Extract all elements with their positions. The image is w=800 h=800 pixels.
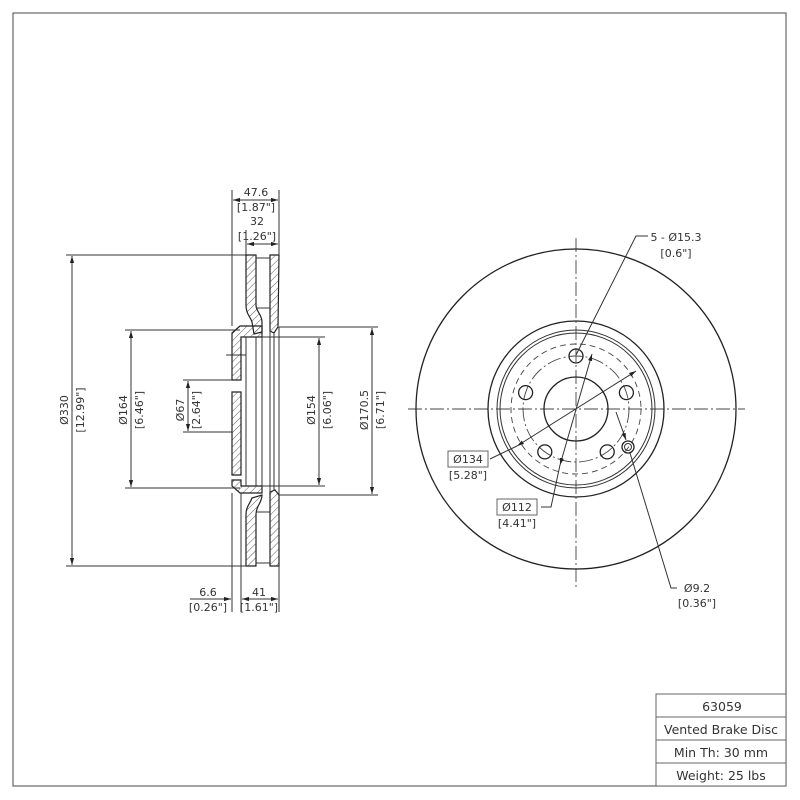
dim-rotor-thickness: 32 — [250, 215, 264, 228]
weight: Weight: 25 lbs — [676, 768, 766, 783]
dim-center-bore: Ø67 — [174, 399, 187, 422]
part-description: Vented Brake Disc — [664, 722, 778, 737]
dim-hat-thickness: 6.6 — [199, 586, 217, 599]
dim-overall-width-in: [1.87"] — [237, 201, 275, 214]
dim-locating-hole-in: [0.36"] — [678, 597, 716, 610]
dim-inner-170-in: [6.71"] — [374, 391, 387, 429]
side-section-view: 47.6 [1.87"] 32 [1.26"] Ø330 [12.99"] Ø1… — [58, 186, 387, 614]
dim-inner-170: Ø170.5 — [358, 390, 371, 430]
front-view: 5 - Ø15.3 [0.6"] Ø134 [5.28"] Ø112 [4.41… — [408, 231, 745, 610]
dim-overall-width: 47.6 — [244, 186, 269, 199]
dim-outer-diameter: Ø330 — [58, 395, 71, 425]
drawing-frame — [12, 12, 787, 787]
dim-bolt-holes-in: [0.6"] — [660, 247, 691, 260]
dim-hat-outer-in: [5.28"] — [449, 469, 487, 482]
dim-hat-outer: Ø134 — [453, 453, 483, 466]
dim-bolt-circle-in: [4.41"] — [498, 517, 536, 530]
dim-hat-height-in: [1.61"] — [240, 601, 278, 614]
dim-locating-hole: Ø9.2 — [684, 582, 710, 595]
dim-hat-diameter-in: [6.46"] — [133, 391, 146, 429]
title-block: 63059 Vented Brake Disc Min Th: 30 mm We… — [655, 693, 787, 787]
min-thickness: Min Th: 30 mm — [674, 745, 768, 760]
dim-bolt-circle: Ø112 — [502, 501, 532, 514]
dim-bolt-holes: 5 - Ø15.3 — [650, 231, 701, 244]
dim-rotor-thickness-in: [1.26"] — [238, 230, 276, 243]
dim-hat-thickness-in: [0.26"] — [189, 601, 227, 614]
dim-outer-diameter-in: [12.99"] — [74, 387, 87, 432]
dim-inner-154-in: [6.06"] — [321, 391, 334, 429]
disc-outer-edge — [415, 248, 737, 570]
part-number: 63059 — [702, 699, 742, 714]
dim-inner-154: Ø154 — [305, 395, 318, 425]
dim-hat-height: 41 — [252, 586, 266, 599]
dim-hat-diameter: Ø164 — [117, 395, 130, 425]
locating-hole — [621, 440, 635, 454]
dim-center-bore-in: [2.64"] — [190, 391, 203, 429]
